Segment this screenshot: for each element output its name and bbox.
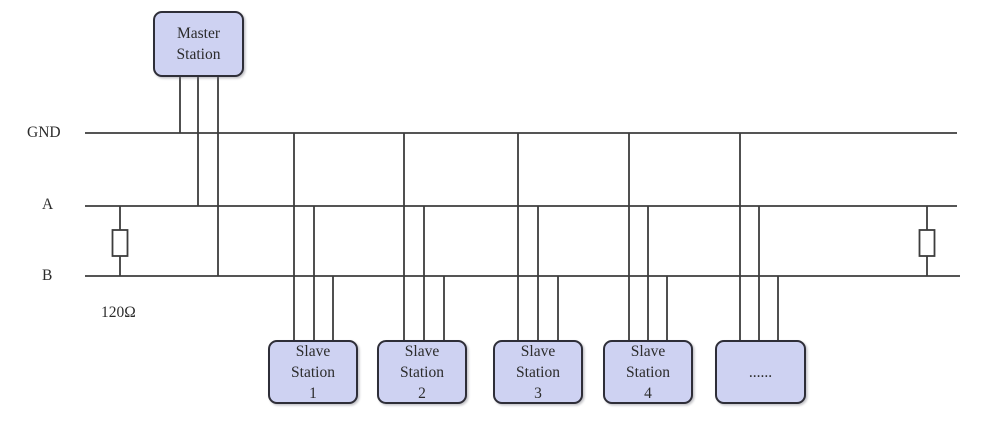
slave-station-2-label-line3: 2 [418,384,426,402]
termination-resistance-label: 120Ω [101,304,136,321]
slave-station-1-node: Slave Station 1 [268,340,358,404]
slave-station-1-label-line3: 1 [309,384,317,402]
b-line-label: B [42,267,53,284]
master-station-label-line2: Station [176,46,221,63]
slave-station-4-label-line2: Station [626,363,670,381]
slave-station-2-label-line1: Slave [404,342,440,360]
slave-station-3-label-line1: Slave [520,342,556,360]
more-slaves-ellipsis-label: ...... [748,363,773,381]
master-station-node: Master Station [153,11,244,77]
slave-station-3-label-line2: Station [516,363,560,381]
slave-station-1-label-line1: Slave [295,342,331,360]
slave-station-3-label-line3: 3 [534,384,542,402]
slave-station-4-node: Slave Station 4 [603,340,693,404]
gnd-line-label: GND [27,124,61,141]
more-slaves-ellipsis-node: ...... [715,340,806,404]
slave-station-2-label-line2: Station [400,363,444,381]
slave-station-1-label-line2: Station [291,363,335,381]
slave-station-4-label-line3: 4 [644,384,652,402]
left-termination-resistor [111,229,129,257]
slave-station-4-label-line1: Slave [630,342,666,360]
slave-station-2-node: Slave Station 2 [377,340,467,404]
a-line-label: A [42,196,54,213]
right-termination-resistor [918,229,936,257]
master-station-label-line1: Master [176,25,221,42]
slave-station-3-node: Slave Station 3 [493,340,583,404]
